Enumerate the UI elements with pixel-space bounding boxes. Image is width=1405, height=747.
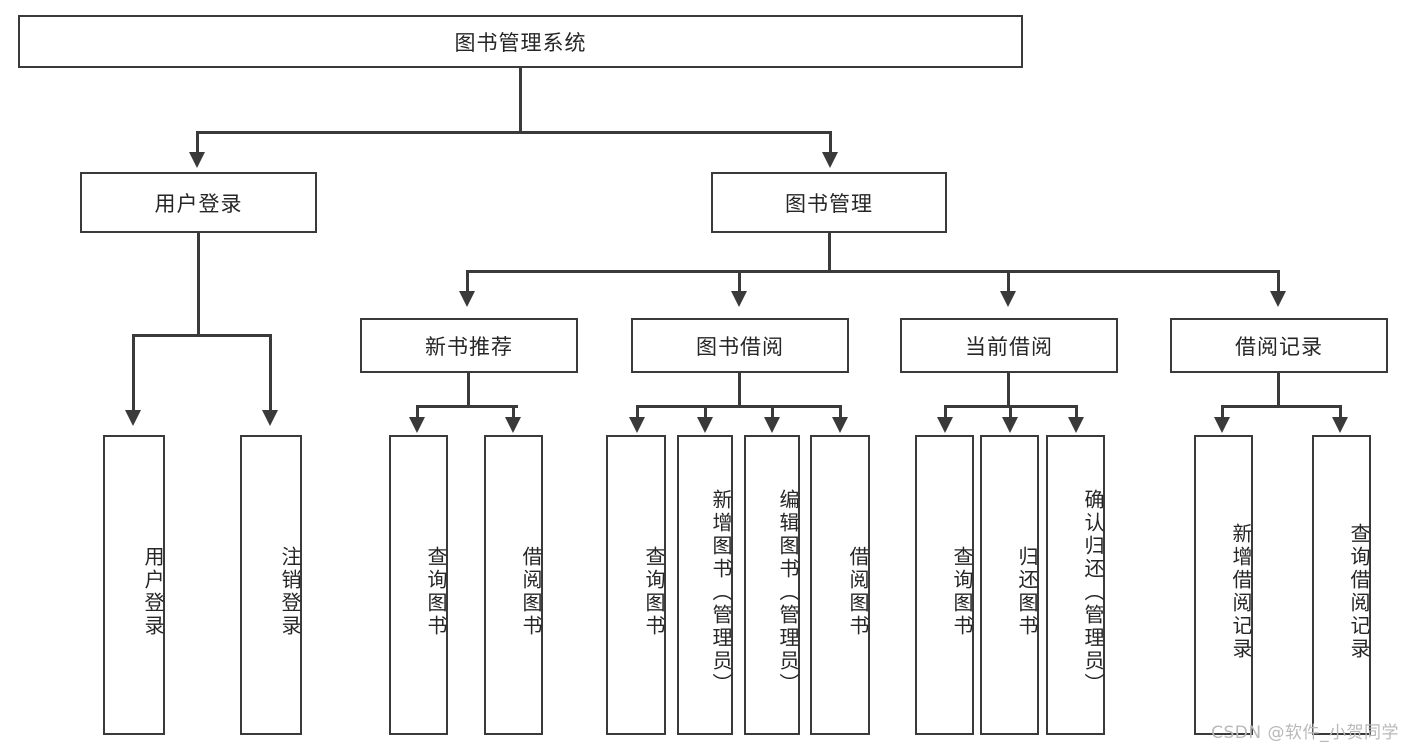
connector-user-login-stem bbox=[197, 233, 200, 336]
arrow-icon-bb-leaf-3 bbox=[764, 417, 780, 433]
connector-cb-drop-1 bbox=[944, 405, 947, 421]
connector-cb-drop-3 bbox=[1075, 405, 1078, 421]
node-label: 新增借阅记录 bbox=[1229, 523, 1253, 661]
arrow-icon-bb-leaf-2 bbox=[697, 417, 713, 433]
connector-nbr-bus bbox=[416, 405, 518, 408]
node-new-book-recommend[interactable]: 新书推荐 bbox=[360, 318, 578, 373]
node-label: 借阅图书 bbox=[519, 546, 543, 638]
arrow-icon-to-book-management bbox=[822, 152, 838, 168]
node-root-book-management-system[interactable]: 图书管理系统 bbox=[18, 15, 1023, 68]
node-label: 查询图书 bbox=[424, 546, 448, 638]
node-label: 查询图书 bbox=[950, 546, 974, 638]
node-label: 图书管理 bbox=[785, 191, 873, 216]
node-label: 归还图书 bbox=[1015, 546, 1039, 638]
arrow-icon-to-borrow-record bbox=[1270, 291, 1286, 307]
connector-bm-drop-1 bbox=[466, 270, 469, 294]
connector-nbr-drop-1 bbox=[416, 405, 419, 421]
leaf-bb-edit-book-admin[interactable]: 编辑图书（管理员） bbox=[744, 435, 800, 735]
watermark: CSDN @软件_小贺同学 bbox=[1211, 723, 1399, 743]
connector-bm-drop-3 bbox=[1007, 270, 1010, 294]
node-label: 用户登录 bbox=[154, 191, 243, 216]
node-label: 查询借阅记录 bbox=[1347, 523, 1371, 661]
node-label: 新增图书（管理员） bbox=[709, 488, 733, 696]
node-label: 确认归还（管理员） bbox=[1081, 488, 1105, 696]
connector-bm-drop-4 bbox=[1277, 270, 1280, 294]
leaf-user-login[interactable]: 用户登录 bbox=[103, 435, 165, 735]
arrow-icon-bb-leaf-1 bbox=[629, 417, 645, 433]
connector-root-stem bbox=[519, 68, 522, 133]
arrow-icon-nbr-leaf-2 bbox=[505, 417, 521, 433]
connector-user-login-drop-2 bbox=[269, 334, 272, 414]
connector-bb-bus bbox=[636, 405, 841, 408]
node-label: 图书借阅 bbox=[696, 334, 784, 359]
connector-br-drop-1 bbox=[1221, 405, 1224, 421]
node-label: 图书管理系统 bbox=[454, 30, 587, 55]
node-book-management[interactable]: 图书管理 bbox=[711, 172, 947, 233]
node-label: 查询图书 bbox=[642, 546, 666, 638]
connector-bb-drop-3 bbox=[771, 405, 774, 421]
leaf-bb-add-book-admin[interactable]: 新增图书（管理员） bbox=[677, 435, 733, 735]
leaf-logout[interactable]: 注销登录 bbox=[240, 435, 302, 735]
arrow-icon-to-logout-leaf bbox=[262, 410, 278, 426]
arrow-icon-to-user-login bbox=[189, 152, 205, 168]
node-user-login[interactable]: 用户登录 bbox=[80, 172, 317, 233]
connector-br-stem bbox=[1277, 373, 1280, 408]
arrow-icon-br-leaf-2 bbox=[1332, 417, 1348, 433]
arrow-icon-cb-leaf-2 bbox=[1002, 417, 1018, 433]
connector-bb-stem bbox=[738, 373, 741, 408]
arrow-icon-cb-leaf-1 bbox=[937, 417, 953, 433]
leaf-br-query-record[interactable]: 查询借阅记录 bbox=[1312, 435, 1371, 735]
node-borrow-record[interactable]: 借阅记录 bbox=[1170, 318, 1388, 373]
connector-nbr-drop-2 bbox=[512, 405, 515, 421]
node-label: 新书推荐 bbox=[425, 334, 513, 359]
connector-br-bus bbox=[1221, 405, 1341, 408]
connector-user-login-drop-1 bbox=[132, 334, 135, 414]
connector-bm-drop-2 bbox=[738, 270, 741, 294]
connector-root-left-drop bbox=[196, 131, 199, 156]
node-label: 用户登录 bbox=[141, 546, 165, 638]
arrow-icon-br-leaf-1 bbox=[1214, 417, 1230, 433]
connector-book-management-bus bbox=[466, 270, 1280, 273]
arrow-icon-to-book-borrow bbox=[731, 291, 747, 307]
connector-bb-drop-1 bbox=[636, 405, 639, 421]
connector-nbr-stem bbox=[467, 373, 470, 408]
arrow-icon-cb-leaf-3 bbox=[1068, 417, 1084, 433]
arrow-icon-to-current-borrow bbox=[1000, 291, 1016, 307]
connector-root-bus bbox=[196, 131, 832, 134]
leaf-bb-query-book[interactable]: 查询图书 bbox=[606, 435, 666, 735]
connector-bb-drop-4 bbox=[839, 405, 842, 421]
leaf-cb-confirm-return-admin[interactable]: 确认归还（管理员） bbox=[1046, 435, 1105, 735]
leaf-cb-query-book[interactable]: 查询图书 bbox=[915, 435, 974, 735]
connector-br-drop-2 bbox=[1339, 405, 1342, 421]
leaf-cb-return-book[interactable]: 归还图书 bbox=[980, 435, 1039, 735]
node-book-borrow[interactable]: 图书借阅 bbox=[631, 318, 849, 373]
arrow-icon-to-user-login-leaf bbox=[125, 410, 141, 426]
arrow-icon-to-new-book-recommend bbox=[459, 291, 475, 307]
leaf-nbr-query-book[interactable]: 查询图书 bbox=[389, 435, 448, 735]
node-label: 借阅记录 bbox=[1235, 334, 1323, 359]
arrow-icon-bb-leaf-4 bbox=[832, 417, 848, 433]
arrow-icon-nbr-leaf-1 bbox=[409, 417, 425, 433]
connector-root-right-drop bbox=[829, 131, 832, 156]
leaf-nbr-borrow-book[interactable]: 借阅图书 bbox=[484, 435, 543, 735]
node-label: 编辑图书（管理员） bbox=[776, 488, 800, 696]
node-label: 注销登录 bbox=[278, 546, 302, 638]
node-label: 借阅图书 bbox=[846, 546, 870, 638]
leaf-br-add-record[interactable]: 新增借阅记录 bbox=[1194, 435, 1253, 735]
leaf-bb-borrow-book[interactable]: 借阅图书 bbox=[810, 435, 870, 735]
connector-book-management-stem bbox=[828, 233, 831, 273]
node-current-borrow[interactable]: 当前借阅 bbox=[900, 318, 1118, 373]
node-label: 当前借阅 bbox=[965, 334, 1053, 359]
connector-bb-drop-2 bbox=[704, 405, 707, 421]
connector-cb-drop-2 bbox=[1009, 405, 1012, 421]
connector-cb-stem bbox=[1007, 373, 1010, 408]
connector-user-login-bus bbox=[132, 334, 272, 337]
